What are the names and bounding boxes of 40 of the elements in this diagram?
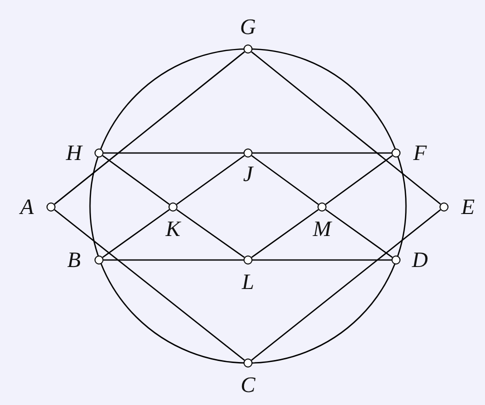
- line-segment: [252, 152, 392, 154]
- line-segment: [251, 209, 441, 361]
- point-label: G: [240, 16, 256, 38]
- point-marker: [94, 256, 104, 264]
- line-segment: [104, 259, 244, 261]
- point-label: K: [166, 218, 180, 240]
- line-segment: [251, 155, 319, 205]
- line-segment: [54, 51, 245, 205]
- line-segment: [252, 259, 392, 261]
- line-segment: [325, 155, 393, 205]
- point-label: C: [240, 374, 256, 396]
- point-label: L: [242, 271, 254, 293]
- point-marker: [46, 202, 56, 212]
- point-marker: [244, 358, 252, 368]
- point-marker: [94, 148, 104, 158]
- point-label: F: [413, 142, 427, 164]
- point-label: J: [243, 163, 253, 185]
- line-segment: [325, 209, 393, 258]
- point-marker: [392, 256, 400, 264]
- point-label: D: [412, 249, 428, 271]
- point-label: B: [67, 249, 81, 271]
- point-label: H: [66, 142, 82, 164]
- line-segment: [176, 155, 245, 205]
- point-marker: [244, 44, 252, 54]
- line-segment: [54, 209, 245, 361]
- line-segment: [102, 209, 170, 258]
- line-segment: [102, 155, 170, 205]
- point-marker: [440, 202, 448, 212]
- point-marker: [318, 202, 326, 212]
- line-segment: [176, 209, 245, 258]
- line-segment: [251, 51, 441, 205]
- point-label: M: [312, 218, 332, 240]
- line-segment: [251, 209, 319, 258]
- point-marker: [244, 256, 252, 264]
- line-segment: [104, 152, 244, 154]
- point-marker: [168, 202, 178, 212]
- point-marker: [244, 148, 252, 158]
- point-label: A: [20, 196, 34, 218]
- point-label: E: [461, 196, 475, 218]
- point-marker: [392, 148, 400, 158]
